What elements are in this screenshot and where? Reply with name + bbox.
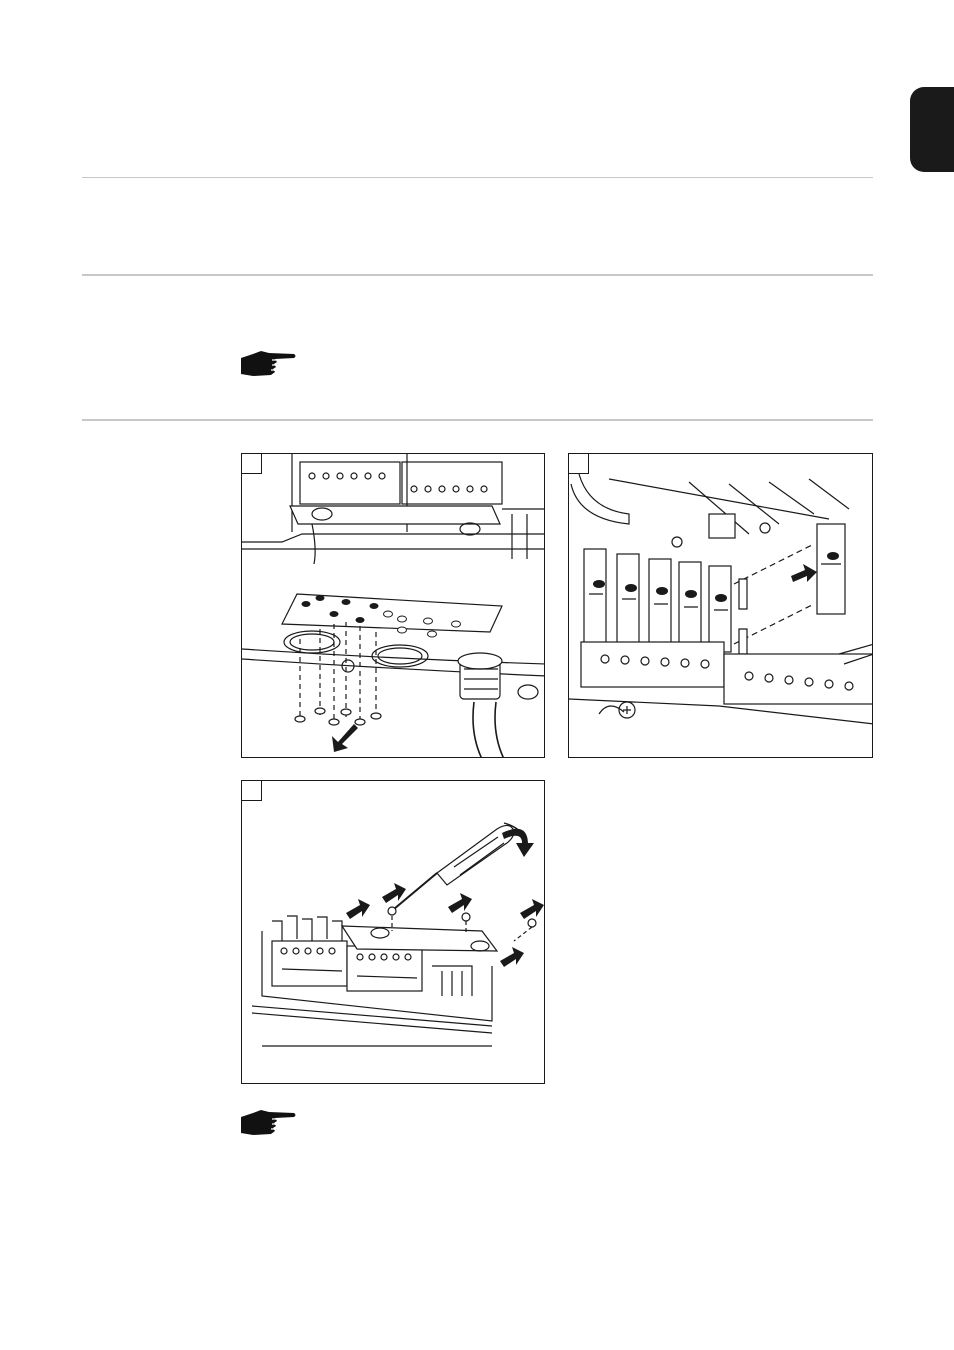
- drill-out-knockouts-illustration: [242, 454, 544, 757]
- pointing-hand-icon: [241, 351, 296, 376]
- figure-screw-terminal-cover: [241, 780, 545, 1084]
- language-tab: [910, 87, 954, 172]
- section-divider: [82, 419, 873, 421]
- step-number-box: [242, 454, 262, 474]
- fuse-holder-insertion-illustration: [569, 473, 872, 725]
- screw-terminal-cover-illustration: [251, 822, 544, 1047]
- step-number-box: [569, 454, 589, 474]
- figure-drill-knockouts: [241, 453, 545, 758]
- figure-insert-fuse-holders: [568, 453, 873, 758]
- pointing-hand-icon: [241, 1110, 296, 1135]
- section-divider: [82, 274, 873, 276]
- step-number-box: [242, 781, 262, 801]
- section-divider: [82, 177, 873, 178]
